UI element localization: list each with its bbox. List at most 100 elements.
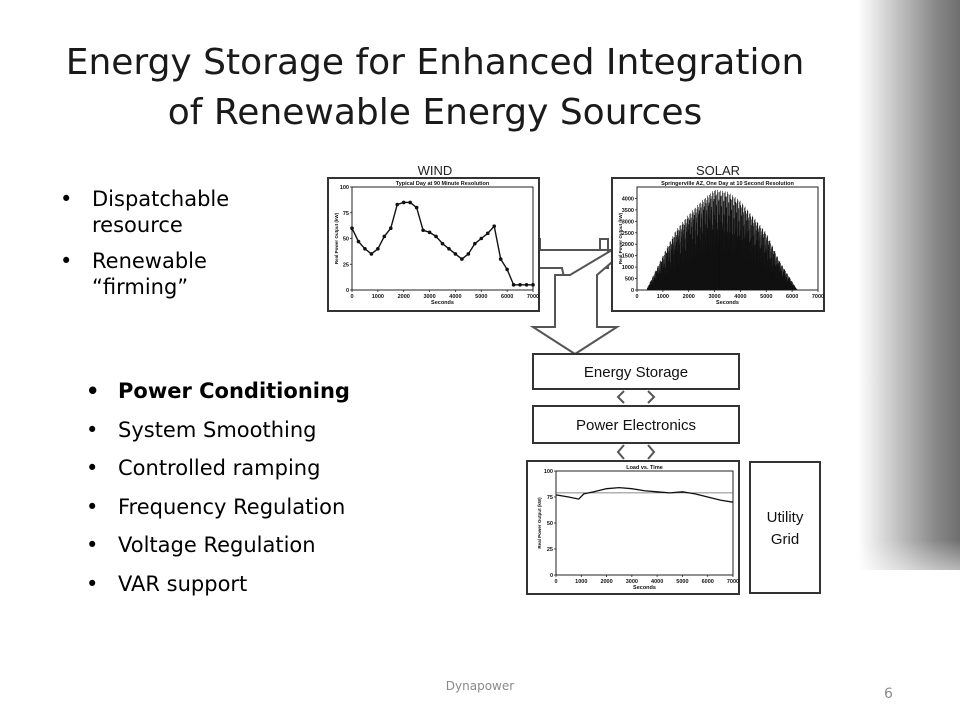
x-axis-label: Seconds <box>431 300 454 306</box>
y-tick-label: 25 <box>343 262 349 268</box>
bullet-dispatchable: Dispatchable resource <box>60 186 290 238</box>
wind-data-point <box>434 234 438 239</box>
y-tick-label: 75 <box>547 495 553 501</box>
wind-data-point <box>492 224 497 228</box>
wind-data-point <box>479 236 484 241</box>
x-tick-label: 1000 <box>372 294 384 300</box>
solar-label: SOLAR <box>696 163 740 178</box>
footer-company: Dynapower <box>445 679 515 693</box>
x-tick-label: 0 <box>350 294 353 300</box>
bullet-power-conditioning: Power Conditioning <box>86 378 416 404</box>
bullet-text-line: “firming” <box>92 275 189 299</box>
utility-grid-box <box>749 461 821 594</box>
bottom-bullet-list: Power Conditioning System Smoothing Cont… <box>86 378 416 609</box>
x-axis-label: Seconds <box>633 585 656 591</box>
wind-data-point <box>440 241 445 246</box>
side-decoration <box>858 0 960 570</box>
bidirectional-arrow-icon <box>616 444 656 460</box>
side-decoration-fade <box>858 540 960 600</box>
x-tick-label: 4000 <box>734 294 746 300</box>
utility-grid-label-line-1: Utility <box>767 509 804 526</box>
page-number: 6 <box>884 686 893 702</box>
y-tick-label: 50 <box>343 237 349 243</box>
title-line-1: Energy Storage for Enhanced Integration <box>65 42 805 83</box>
wind-data-point <box>388 226 393 230</box>
x-tick-label: 2000 <box>683 294 695 300</box>
x-tick-label: 6000 <box>786 294 798 300</box>
wind-data-point <box>531 283 535 287</box>
wind-data-point <box>524 283 529 287</box>
wind-data-point <box>408 200 412 205</box>
x-tick-label: 1000 <box>575 579 587 585</box>
y-tick-label: 50 <box>547 521 553 527</box>
x-tick-label: 2000 <box>600 579 612 585</box>
chart-title: Springerville AZ, One Day at 10 Second R… <box>661 181 794 187</box>
wind-data-point <box>369 252 374 256</box>
wind-data-point <box>460 257 464 261</box>
y-tick-label: 2000 <box>622 242 634 248</box>
bidirectional-arrow-icon <box>616 390 656 404</box>
wind-data-point <box>414 205 419 210</box>
bullet-text-line: Renewable <box>92 249 207 273</box>
x-tick-label: 5000 <box>760 294 772 300</box>
x-tick-label: 6000 <box>702 579 714 585</box>
power-electronics-box <box>532 405 740 444</box>
y-tick-label: 1500 <box>622 254 634 260</box>
wind-data-point <box>395 202 400 207</box>
utility-grid-label-line-2: Grid <box>771 531 799 548</box>
chart-title: Load vs. Time <box>626 465 663 471</box>
y-tick-label: 500 <box>625 277 634 283</box>
wind-data-point <box>356 239 361 244</box>
bullet-var-support: VAR support <box>86 571 416 597</box>
bullet-text-line: resource <box>92 213 183 237</box>
wind-data-point <box>447 247 451 251</box>
x-tick-label: 7000 <box>727 579 739 585</box>
wind-data-point <box>518 283 522 287</box>
wind-data-point <box>427 230 432 235</box>
slide-title: Energy Storage for Enhanced Integration … <box>20 38 850 138</box>
y-tick-label: 2500 <box>622 231 634 237</box>
wind-data-point <box>376 247 380 251</box>
x-tick-label: 0 <box>554 579 557 585</box>
y-tick-label: 0 <box>346 288 349 294</box>
x-tick-label: 4000 <box>449 294 461 300</box>
wind-data-point <box>421 228 425 233</box>
title-line-2: of Renewable Energy Sources <box>167 92 703 133</box>
x-tick-label: 2000 <box>398 294 410 300</box>
wind-data-point <box>498 257 503 261</box>
x-tick-label: 7000 <box>812 294 824 300</box>
x-tick-label: 5000 <box>676 579 688 585</box>
y-tick-label: 4000 <box>622 196 634 202</box>
y-tick-label: 0 <box>550 573 553 579</box>
y-tick-label: 100 <box>340 185 349 191</box>
x-tick-label: 5000 <box>475 294 487 300</box>
chart-title: Typical Day at 90 Minute Resolution <box>396 181 490 187</box>
bullet-controlled-ramping: Controlled ramping <box>86 455 416 481</box>
wind-data-point <box>363 247 367 251</box>
y-tick-label: 3500 <box>622 208 634 214</box>
y-tick-label: 75 <box>343 211 349 217</box>
y-axis-label: Real Power Output (kW) <box>334 212 339 264</box>
wind-data-point <box>511 283 516 287</box>
energy-storage-box <box>532 353 740 390</box>
x-tick-label: 7000 <box>527 294 539 300</box>
wind-data-point <box>453 252 458 256</box>
wind-data-point <box>473 241 477 246</box>
bullet-renewable: Renewable “firming” <box>60 248 290 300</box>
solar-chart: Springerville AZ, One Day at 10 Second R… <box>618 181 824 306</box>
bullet-text-line: Dispatchable <box>92 187 230 211</box>
x-tick-label: 3000 <box>423 294 435 300</box>
bullet-voltage-regulation: Voltage Regulation <box>86 532 416 558</box>
load-series-line <box>555 486 734 503</box>
bullet-frequency-regulation: Frequency Regulation <box>86 494 416 520</box>
energy-storage-label: Energy Storage <box>584 364 688 381</box>
y-tick-label: 0 <box>631 288 634 294</box>
power-electronics-label: Power Electronics <box>576 417 696 434</box>
y-tick-label: 100 <box>544 469 553 475</box>
top-bullet-list: Dispatchable resource Renewable “firming… <box>60 186 290 310</box>
x-tick-label: 3000 <box>708 294 720 300</box>
y-tick-label: 3000 <box>622 219 634 225</box>
